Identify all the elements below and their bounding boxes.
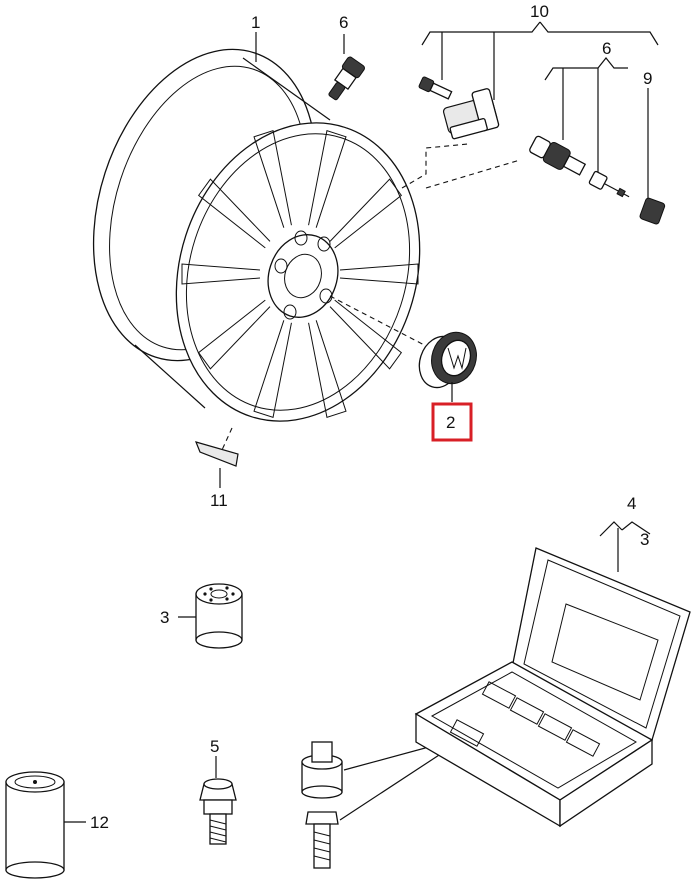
callout-1-text: 1 <box>251 13 260 32</box>
tire-pressure-sensor[interactable] <box>418 76 500 140</box>
callout-11: 11 <box>210 468 228 510</box>
wheel-spoke <box>329 178 403 249</box>
wheel-spoke <box>329 299 403 370</box>
callout-10-text: 10 <box>530 2 549 21</box>
balance-weight[interactable] <box>194 427 239 467</box>
wheel-rim[interactable] <box>56 20 457 453</box>
callout-5: 4 3 <box>599 494 651 572</box>
callout-9: 9 <box>643 69 652 200</box>
wheel-spoke <box>197 299 271 370</box>
callout-5-text: 4 <box>627 494 636 513</box>
callout-4-text: 5 <box>210 737 219 756</box>
center-cap[interactable] <box>329 295 483 393</box>
valve-cap[interactable] <box>639 197 666 225</box>
callout-3-left: 3 <box>160 608 196 627</box>
vw-logo-icon <box>447 347 467 370</box>
callout-10: 10 <box>421 2 659 100</box>
callout-6-right: 6 <box>544 39 628 172</box>
callout-4: 5 <box>210 737 219 778</box>
wheel-spoke <box>308 129 347 228</box>
highlight-box <box>431 402 473 442</box>
wheel-spoke <box>253 320 292 419</box>
tire-repair-can[interactable] <box>5 771 65 879</box>
valve-core[interactable] <box>588 170 633 203</box>
valve-leader <box>425 159 521 189</box>
callout-9-text: 9 <box>643 69 652 88</box>
wheel-spoke <box>181 263 261 285</box>
callout-1: 1 <box>251 13 260 62</box>
kit-bolt[interactable] <box>305 811 339 869</box>
locking-sleeve[interactable] <box>195 583 243 649</box>
wheel-spoke <box>197 178 271 249</box>
callout-11-text: 11 <box>210 491 228 510</box>
sensor-leader <box>401 143 469 189</box>
callout-2-text: 2 <box>446 413 455 432</box>
callout-6-top: 6 <box>339 13 348 54</box>
valve-stem-top[interactable] <box>324 56 366 104</box>
lock-kit-case[interactable] <box>414 547 691 828</box>
callout-12-text: 12 <box>90 813 109 832</box>
kit-sleeve[interactable] <box>301 741 343 799</box>
wheel-spoke <box>339 263 419 285</box>
callout-3-left-text: 3 <box>160 608 169 627</box>
callout-6-top-text: 6 <box>339 13 348 32</box>
valve-assembly[interactable] <box>528 134 588 180</box>
wheel-spoke <box>308 320 347 419</box>
wheel-spoke <box>253 129 292 228</box>
callout-12: 12 <box>64 813 109 832</box>
callout-2: 2 <box>431 382 473 442</box>
wheel-bolt[interactable] <box>199 778 237 845</box>
callout-6-right-text: 6 <box>602 39 611 58</box>
callout-3-right-text: 3 <box>640 530 649 549</box>
